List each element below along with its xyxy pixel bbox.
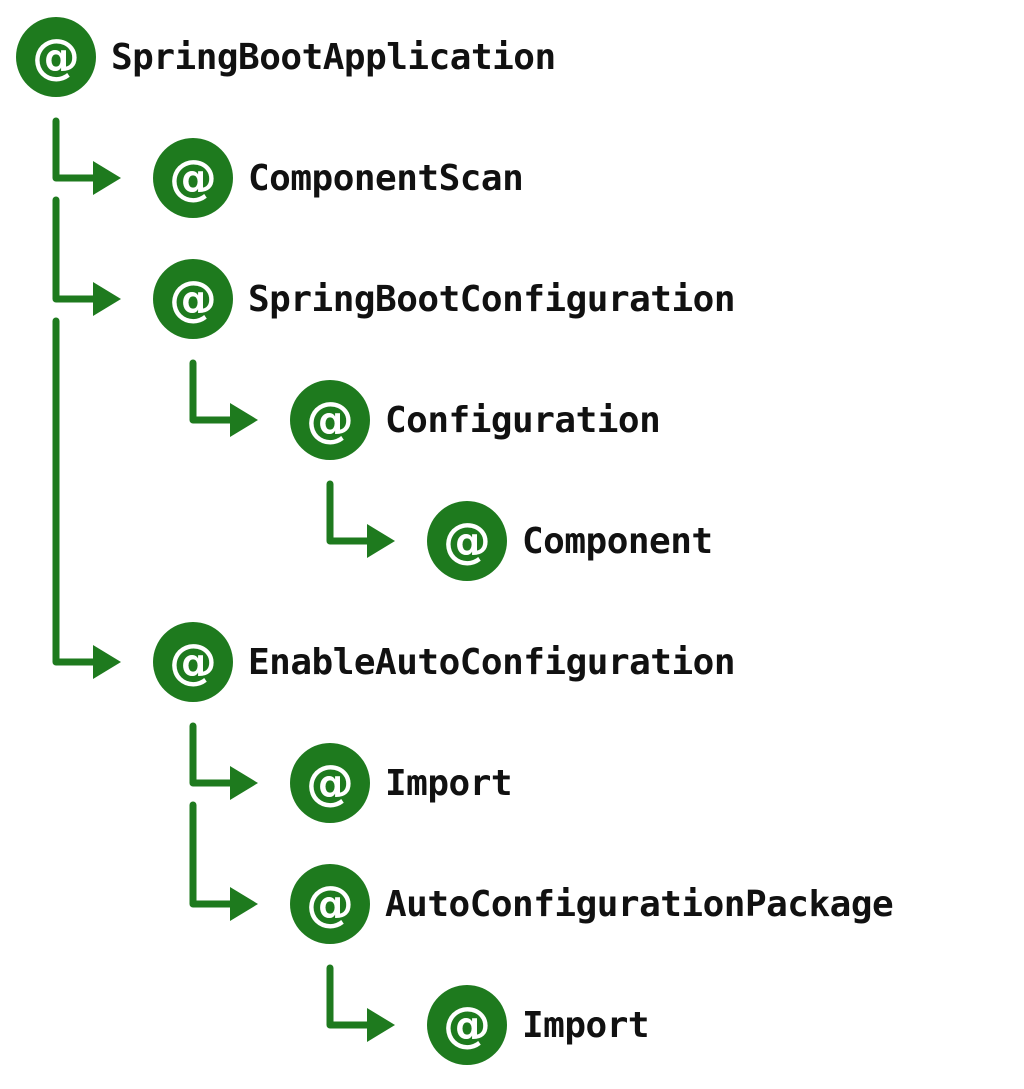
node-label: SpringBootApplication <box>111 36 556 78</box>
tree-node-enableautoconfiguration: @ EnableAutoConfiguration <box>153 622 736 702</box>
tree-node-springbootapplication: @ SpringBootApplication <box>16 17 556 97</box>
at-sign-icon: @ <box>153 138 233 218</box>
node-label: ComponentScan <box>248 157 524 199</box>
arrow-head-icon <box>230 766 258 800</box>
connector-line <box>189 801 242 908</box>
arrow-head-icon <box>93 282 121 316</box>
at-sign-icon: @ <box>290 380 370 460</box>
connector-line <box>52 196 105 303</box>
node-label: Import <box>522 1004 650 1046</box>
connector-line <box>326 480 379 545</box>
arrow-head-icon <box>93 161 121 195</box>
at-sign-icon: @ <box>153 259 233 339</box>
node-label: AutoConfigurationPackage <box>385 883 894 925</box>
connector-line <box>52 317 105 666</box>
node-label: SpringBootConfiguration <box>248 278 736 320</box>
tree-node-component: @ Component <box>427 501 713 581</box>
connector-line <box>52 117 105 182</box>
connector-line <box>326 964 379 1029</box>
node-label: Import <box>385 762 513 804</box>
at-sign-icon: @ <box>427 985 507 1065</box>
at-sign-icon: @ <box>290 864 370 944</box>
connector-line <box>189 359 242 424</box>
arrow-head-icon <box>367 524 395 558</box>
connector-line <box>189 722 242 787</box>
node-label: EnableAutoConfiguration <box>248 641 736 683</box>
arrow-head-icon <box>230 403 258 437</box>
arrow-head-icon <box>367 1008 395 1042</box>
tree-node-componentscan: @ ComponentScan <box>153 138 524 218</box>
arrow-head-icon <box>230 887 258 921</box>
tree-node-import: @ Import <box>290 743 513 823</box>
node-label: Component <box>522 520 713 562</box>
at-sign-icon: @ <box>290 743 370 823</box>
tree-node-springbootconfiguration: @ SpringBootConfiguration <box>153 259 736 339</box>
arrow-head-icon <box>93 645 121 679</box>
tree-node-configuration: @ Configuration <box>290 380 661 460</box>
node-label: Configuration <box>385 399 661 441</box>
tree-node-import-nested: @ Import <box>427 985 650 1065</box>
at-sign-icon: @ <box>153 622 233 702</box>
at-sign-icon: @ <box>16 17 96 97</box>
tree-node-autoconfigurationpackage: @ AutoConfigurationPackage <box>290 864 894 944</box>
at-sign-icon: @ <box>427 501 507 581</box>
